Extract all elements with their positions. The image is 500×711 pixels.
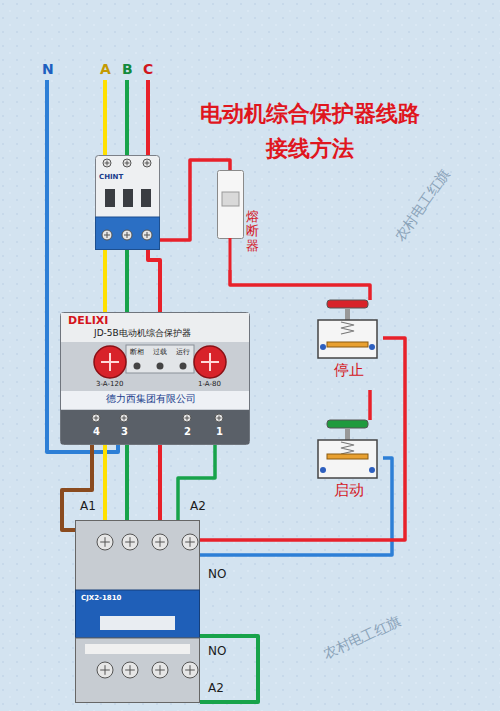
wire-connector	[368, 390, 372, 420]
watermark: 农村电工红旗	[392, 167, 452, 244]
contactor-shape	[75, 520, 200, 703]
start-button: 启动	[315, 420, 383, 510]
wire-label: C	[143, 62, 153, 76]
wire-label: A	[100, 62, 111, 76]
node-text: 3	[121, 426, 128, 438]
title: 电动机综合保护器线路 接线方法	[190, 96, 430, 166]
node-text: DELIXI	[68, 315, 108, 328]
stop-button: 停止	[315, 300, 383, 390]
terminal-label: A2	[208, 682, 224, 694]
wire-connector	[103, 250, 107, 312]
node-text: 运行	[176, 348, 190, 356]
node-text: 4	[93, 426, 100, 438]
node-text: 启动	[315, 482, 383, 499]
circuit-breaker: CHINT	[95, 155, 160, 250]
terminal-label: A1	[80, 500, 96, 512]
wire-connector	[178, 445, 215, 520]
node-text: 1	[216, 426, 223, 438]
node-text: 德力西集团有限公司	[106, 393, 196, 405]
watermark: 农村电工红旗	[321, 613, 403, 661]
node-text: 停止	[315, 362, 383, 379]
terminal-label: A2	[190, 500, 206, 512]
node-text: 过载	[153, 348, 167, 356]
node-text: 3-A-120	[96, 380, 123, 388]
node-text: CHINT	[99, 173, 123, 181]
node-text: JD-5B电动机综合保护器	[94, 328, 191, 338]
node-text: 1-A-80	[198, 380, 221, 388]
circuit-breaker-shape	[95, 155, 160, 250]
contactor: CJX2-1810	[75, 520, 200, 703]
terminal-label: NO	[208, 568, 226, 580]
wire-connector	[230, 270, 370, 300]
node-text: 断相	[130, 348, 144, 356]
wire-label: B	[122, 62, 133, 76]
terminal-label: NO	[208, 645, 226, 657]
coil-a1-wire	[62, 445, 92, 530]
fuse: 熔断器	[217, 170, 262, 270]
motor-protector: DELIXIJD-5B电动机综合保护器断相 过载 运行 3-A-120 1-A-80德力…	[60, 312, 250, 445]
aux-contact-wire	[200, 636, 258, 702]
wire-label: N	[42, 62, 54, 76]
node-text: 熔断器	[246, 210, 259, 253]
node-text: 2	[184, 426, 191, 438]
node-text: CJX2-1810	[81, 594, 121, 602]
